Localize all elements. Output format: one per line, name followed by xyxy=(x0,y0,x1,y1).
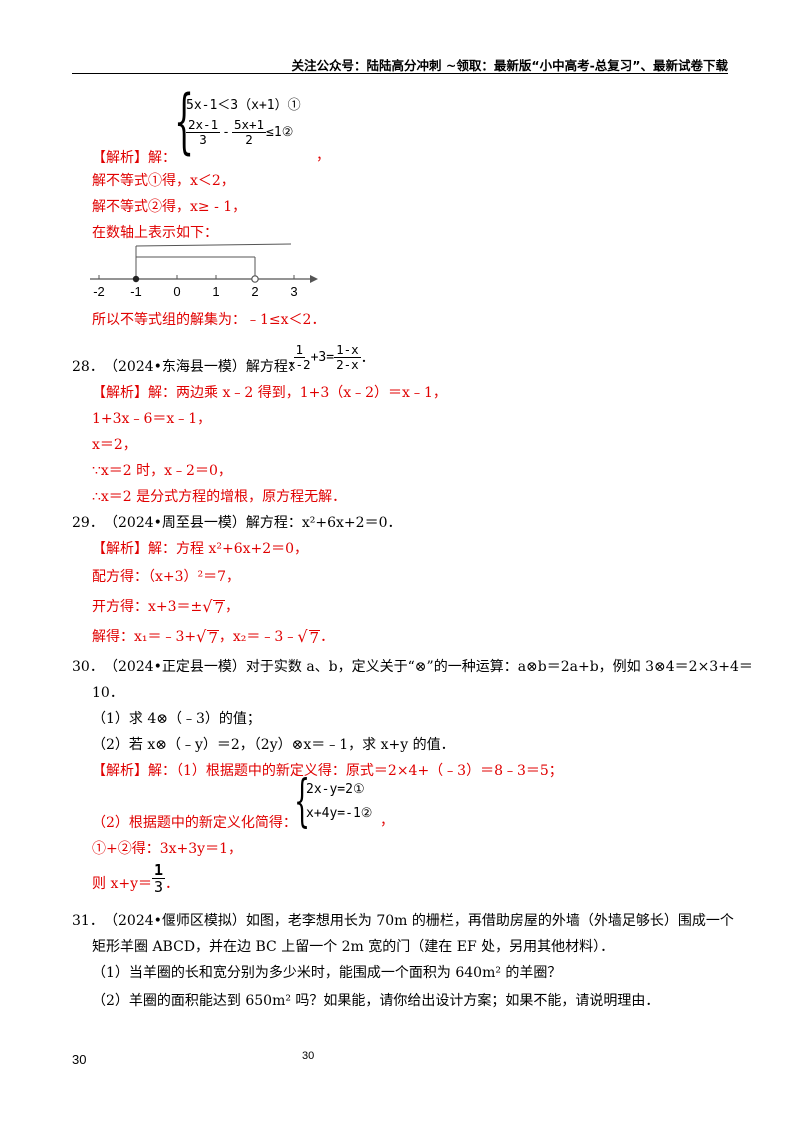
tick-label: 3 xyxy=(290,284,297,299)
q27-comma: ， xyxy=(316,148,330,164)
q28-a2: 1+3x﹣6＝x﹣1， xyxy=(92,411,212,427)
header-rule xyxy=(72,73,728,74)
q30-p2: （2）若 x⊗（﹣y）＝2，（2y）⊗x＝﹣1，求 x+y 的值． xyxy=(92,737,455,753)
brace-icon: { xyxy=(294,769,311,834)
number-line: -2 -1 0 1 2 3 xyxy=(90,243,318,299)
brace-icon: { xyxy=(174,80,195,162)
tick-label: 1 xyxy=(212,284,219,299)
q27-step3: 在数轴上表示如下： xyxy=(92,225,218,241)
q27-analysis-label: 【解析】解： xyxy=(92,150,176,166)
q30-stem1: （2024•正定县一模）对于实数 a、b，定义关于“⊗”的一种运算：a⊗b＝2a… xyxy=(104,659,753,675)
page-header: 关注公众号：陆陆高分冲刺 ~领取：最新版“小中高考-总复习”、最新试卷下载 xyxy=(291,58,728,73)
q30-comma: ， xyxy=(380,813,394,829)
q31-stem1: （2024•偃师区模拟）如图，老李想用长为 70m 的栅栏，再借助房屋的外墙（外… xyxy=(104,913,734,929)
q28-stem: （2024•东海县一模）解方程： xyxy=(104,359,302,375)
page-number-center: 30 xyxy=(302,1050,315,1062)
q30-number: 30． xyxy=(72,659,104,675)
q28-a4: ∵x＝2 时，x﹣2＝0， xyxy=(92,463,232,479)
solid-dot-icon xyxy=(132,275,140,283)
q28-a1: 【解析】解：两边乘 x﹣2 得到，1+3（x﹣2）＝x﹣1， xyxy=(92,385,447,401)
q31-number: 31． xyxy=(72,913,104,929)
q30-a3: ①+②得：3x+3y＝1， xyxy=(92,841,242,857)
open-dot-icon xyxy=(251,275,259,283)
q28-number: 28． xyxy=(72,359,104,375)
q29-a4: 解得：x₁＝﹣3+√7，x₂＝﹣3﹣√7． xyxy=(92,627,335,647)
q28-a3: x＝2， xyxy=(92,437,137,453)
tick-label: 2 xyxy=(251,284,258,299)
page-number-left: 30 xyxy=(72,1052,87,1067)
q29-number: 29． xyxy=(72,515,104,531)
q28-a5: ∴x＝2 是分式方程的增根，原方程无解． xyxy=(92,489,347,505)
q30-a2: （2）根据题中的新定义化简得： xyxy=(92,815,297,831)
q27-step2: 解不等式②得，x≥ - 1， xyxy=(92,199,247,215)
q29-a1: 【解析】解：方程 x²+6x+2＝0， xyxy=(92,541,309,557)
tick-label: -2 xyxy=(93,284,105,299)
q30-p1: （1）求 4⊗（﹣3）的值； xyxy=(92,711,261,727)
q29-a3: 开方得：x+3＝±√7， xyxy=(92,597,240,617)
q30-a1: 【解析】解：（1）根据题中的新定义得：原式＝2×4+（﹣3）＝8﹣3＝5； xyxy=(92,763,563,779)
q30-stem2: 10． xyxy=(92,685,124,701)
q29-stem: （2024•周至县一模）解方程：x²+6x+2＝0． xyxy=(104,515,402,531)
q31-p1: （1）当羊圈的长和宽分别为多少米时，能围成一个面积为 640m² 的羊圈？ xyxy=(92,965,562,981)
tick-label: -1 xyxy=(130,284,142,299)
q27-step1: 解不等式①得，x＜2， xyxy=(92,173,235,189)
tick-label: 0 xyxy=(173,284,180,299)
q27-sys-line1: 5x-1＜3（x+1）① xyxy=(186,98,301,113)
q31-stem2: 矩形羊圈 ABCD，并在边 BC 上留一个 2m 宽的门（建在 EF 处，另用其… xyxy=(92,939,615,955)
q31-p2: （2）羊圈的面积能达到 650m² 吗？如果能，请你给出设计方案；如果不能，请说… xyxy=(92,993,660,1009)
q29-a2: 配方得：（x+3）²＝7， xyxy=(92,569,241,585)
q27-conclusion: 所以不等式组的解集为：﹣1≤x＜2． xyxy=(92,312,326,328)
